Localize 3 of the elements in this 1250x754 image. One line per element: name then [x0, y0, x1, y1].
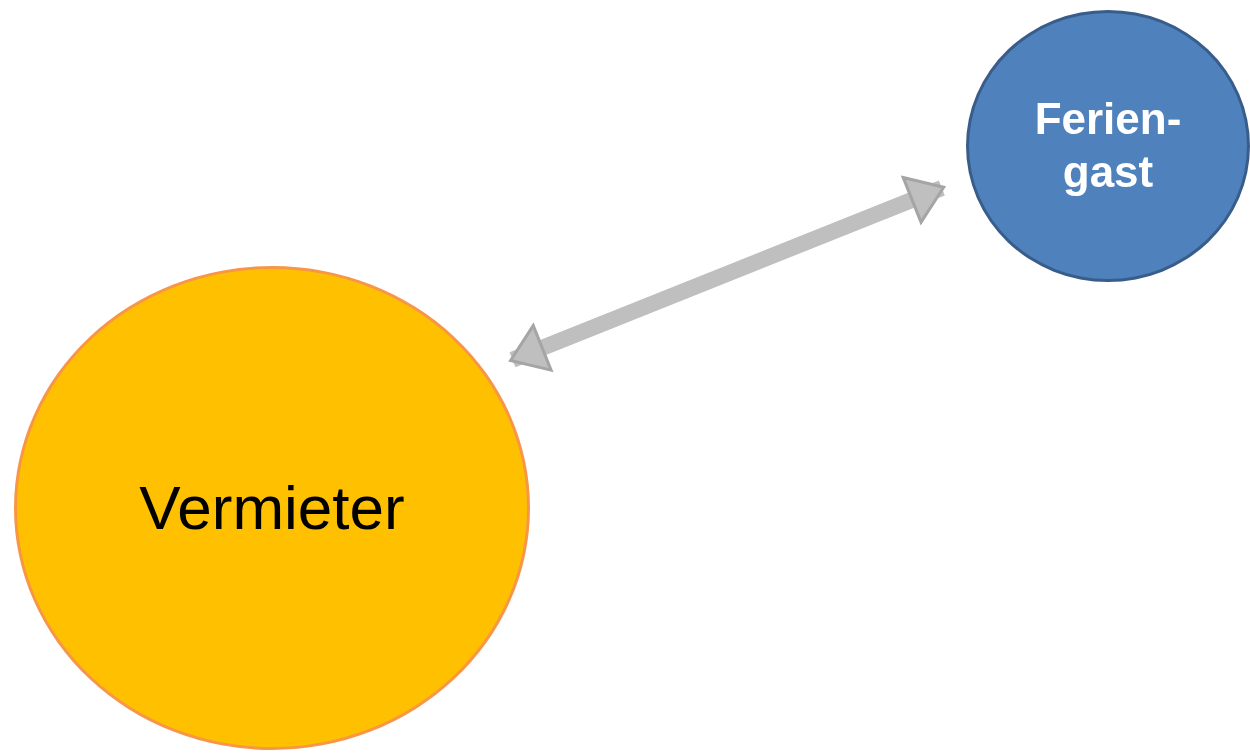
node-label: Vermieter	[139, 471, 405, 544]
node-label: Ferien- gast	[1033, 93, 1183, 198]
double-arrow	[509, 176, 946, 372]
